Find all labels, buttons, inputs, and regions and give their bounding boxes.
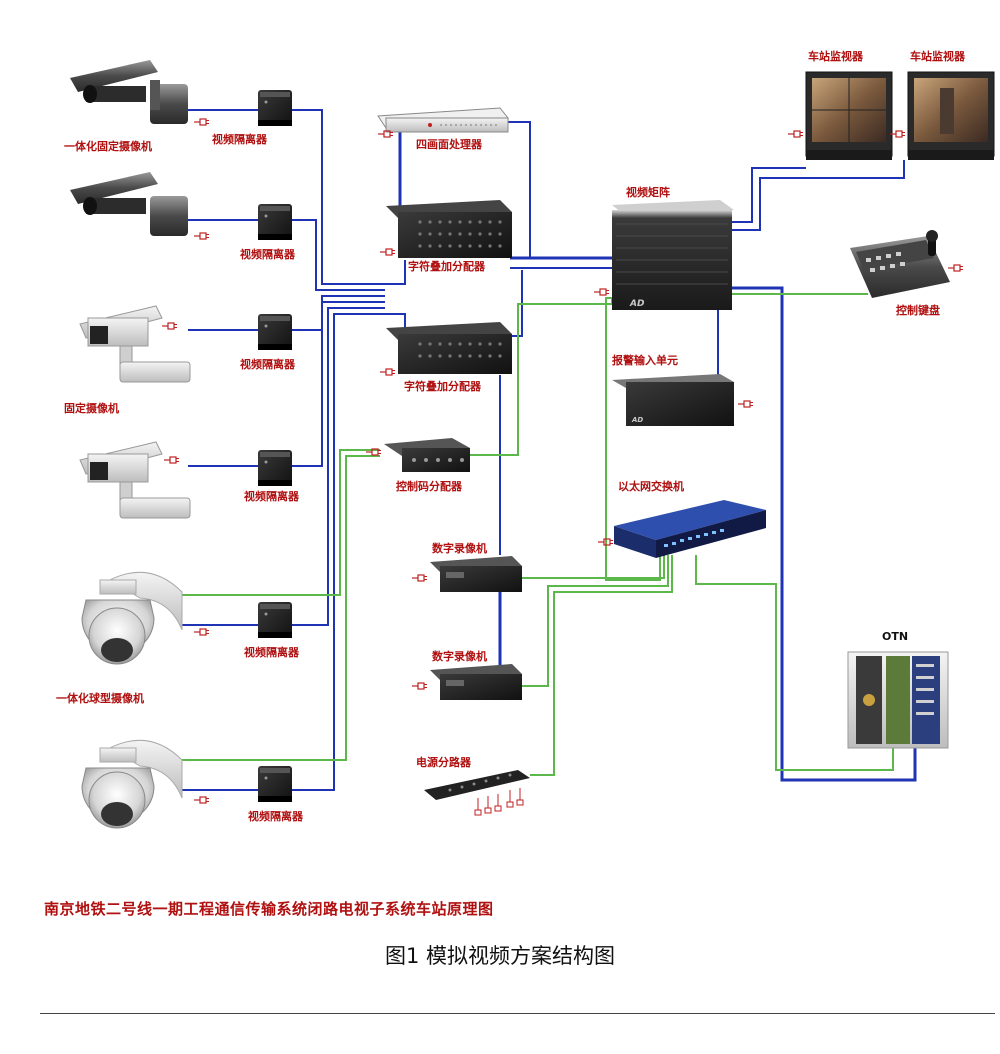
label-video-isolator-3: 视频隔离器 [240,357,296,371]
video-isolator-3 [258,314,292,350]
alarm-input-unit: AD [612,374,754,426]
video-isolator-1 [258,90,292,126]
diagram-labels: 一体化固定摄像机 固定摄像机 一体化球型摄像机 视频隔离器 视频隔离器 视频隔离… [56,49,966,823]
char-overlay-distributor-1 [379,200,512,258]
fixed-camera-1 [79,305,191,383]
label-video-isolator-1: 视频隔离器 [212,132,268,146]
fixed-camera-2 [79,441,191,519]
label-control-code-distributor: 控制码分配器 [396,479,463,493]
label-integrated-fixed-camera: 一体化固定摄像机 [64,139,152,153]
station-monitor-1 [787,71,893,160]
vendor-logo-matrix: AD [629,299,645,309]
label-control-keyboard: 控制键盘 [896,303,940,317]
cctv-system-diagram: AD AD [56,49,995,829]
label-power-splitter: 电源分路器 [416,755,472,769]
label-ethernet-switch: 以太网交换机 [618,479,684,493]
label-char-overlay-distributor-2: 字符叠加分配器 [404,379,482,393]
label-quad-processor: 四画面处理器 [416,137,483,151]
quad-processor [377,107,509,138]
label-video-isolator-4: 视频隔离器 [244,489,300,503]
wiring-data [182,293,894,776]
control-keyboard [850,230,964,298]
label-video-isolator-5: 视频隔离器 [244,645,300,659]
digital-recorder-1 [411,556,522,592]
control-code-distributor [365,438,470,472]
char-overlay-distributor-2 [379,322,512,376]
label-digital-recorder-2: 数字录像机 [432,649,487,663]
label-video-matrix: 视频矩阵 [626,185,670,199]
label-otn: OTN [882,630,908,643]
label-fixed-camera: 固定摄像机 [64,401,119,415]
label-integrated-dome-camera: 一体化球型摄像机 [56,691,144,705]
video-matrix: AD [593,200,734,310]
station-monitor-2 [889,71,995,160]
figure-caption: 图1 模拟视频方案结构图 [384,944,616,968]
label-video-isolator-6: 视频隔离器 [248,809,304,823]
label-station-monitor-1: 车站监视器 [808,49,864,63]
label-video-isolator-2: 视频隔离器 [240,247,296,261]
video-isolator-5 [258,602,292,638]
ethernet-switch [597,500,766,558]
integrated-fixed-camera-2 [70,172,210,240]
label-alarm-input-unit: 报警输入单元 [612,353,678,367]
video-isolator-6 [258,766,292,802]
digital-recorder-2 [411,664,522,700]
system-title: 南京地铁二号线一期工程通信传输系统闭路电视子系统车站原理图 [44,900,494,918]
wiring-video [180,109,917,791]
label-station-monitor-2: 车站监视器 [910,49,966,63]
integrated-fixed-camera-1 [70,60,210,126]
label-digital-recorder-1: 数字录像机 [432,541,487,555]
power-splitter [424,770,530,816]
vendor-logo-alarm: AD [631,416,643,424]
integrated-dome-camera-2 [81,739,210,829]
bottom-rule [40,1013,995,1014]
video-isolator-2 [258,204,292,240]
video-isolator-4 [258,450,292,486]
label-char-overlay-distributor-1: 字符叠加分配器 [408,259,486,273]
integrated-dome-camera-1 [81,571,210,665]
otn-equipment [847,651,949,749]
